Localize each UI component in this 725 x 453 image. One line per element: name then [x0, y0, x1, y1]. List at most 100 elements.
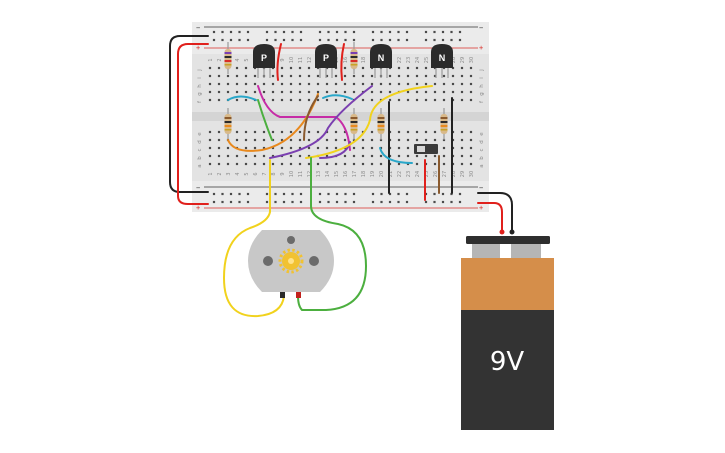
breadboard-hole[interactable]: [246, 200, 250, 204]
breadboard-hole[interactable]: [450, 200, 453, 204]
breadboard-hole[interactable]: [226, 82, 230, 86]
breadboard-hole[interactable]: [406, 66, 410, 70]
breadboard-hole[interactable]: [380, 38, 383, 42]
breadboard-hole[interactable]: [235, 98, 239, 102]
breadboard-hole[interactable]: [327, 38, 330, 42]
breadboard-hole[interactable]: [469, 162, 473, 166]
breadboard-hole[interactable]: [334, 130, 338, 134]
breadboard-hole[interactable]: [433, 162, 437, 166]
breadboard-hole[interactable]: [460, 98, 464, 102]
breadboard-hole[interactable]: [352, 162, 356, 166]
breadboard-hole[interactable]: [343, 66, 347, 70]
breadboard-hole[interactable]: [307, 98, 311, 102]
breadboard-hole[interactable]: [352, 30, 356, 34]
breadboard-hole[interactable]: [361, 74, 365, 78]
breadboard-hole[interactable]: [307, 146, 311, 150]
breadboard-hole[interactable]: [442, 98, 446, 102]
breadboard-hole[interactable]: [208, 98, 212, 102]
wire-blue-3[interactable]: [379, 147, 413, 164]
dc-motor[interactable]: [248, 230, 334, 298]
breadboard-hole[interactable]: [299, 30, 303, 34]
breadboard-hole[interactable]: [262, 130, 266, 134]
breadboard-hole[interactable]: [316, 98, 320, 102]
external-wires[interactable]: [169, 35, 513, 318]
breadboard-hole[interactable]: [352, 38, 356, 42]
breadboard-hole[interactable]: [343, 138, 347, 142]
breadboard-hole[interactable]: [442, 146, 446, 150]
breadboard-hole[interactable]: [274, 200, 277, 204]
breadboard-hole[interactable]: [226, 162, 230, 166]
breadboard-hole[interactable]: [217, 90, 221, 94]
breadboard-hole[interactable]: [262, 82, 266, 86]
breadboard-hole[interactable]: [217, 66, 221, 70]
breadboard-hole[interactable]: [307, 130, 311, 134]
breadboard-hole[interactable]: [274, 38, 277, 42]
breadboard-hole[interactable]: [271, 82, 275, 86]
breadboard-hole[interactable]: [307, 74, 311, 78]
wire-black-battery[interactable]: [477, 192, 513, 233]
breadboard-hole[interactable]: [244, 138, 248, 142]
breadboard-hole[interactable]: [217, 162, 221, 166]
breadboard-hole[interactable]: [316, 146, 320, 150]
breadboard-hole[interactable]: [458, 38, 462, 42]
breadboard-hole[interactable]: [352, 192, 356, 196]
breadboard-hole[interactable]: [415, 130, 419, 134]
breadboard-hole[interactable]: [244, 98, 248, 102]
resistor-6[interactable]: [440, 108, 448, 140]
breadboard-hole[interactable]: [327, 200, 330, 204]
breadboard-hole[interactable]: [460, 138, 464, 142]
breadboard-hole[interactable]: [316, 162, 320, 166]
breadboard-hole[interactable]: [433, 200, 436, 204]
breadboard-hole[interactable]: [325, 162, 329, 166]
breadboard-hole[interactable]: [388, 38, 392, 42]
breadboard-hole[interactable]: [433, 74, 437, 78]
breadboard-hole[interactable]: [380, 200, 383, 204]
breadboard-hole[interactable]: [208, 130, 212, 134]
breadboard-hole[interactable]: [244, 74, 248, 78]
breadboard-hole[interactable]: [298, 90, 302, 94]
breadboard-hole[interactable]: [289, 146, 293, 150]
breadboard-hole[interactable]: [433, 30, 436, 34]
breadboard-hole[interactable]: [208, 138, 212, 142]
breadboard-hole[interactable]: [244, 146, 248, 150]
breadboard-hole[interactable]: [405, 192, 409, 196]
breadboard-hole[interactable]: [406, 90, 410, 94]
breadboard-hole[interactable]: [244, 66, 248, 70]
breadboard-hole[interactable]: [415, 66, 419, 70]
breadboard-hole[interactable]: [335, 200, 339, 204]
breadboard-hole[interactable]: [397, 130, 401, 134]
breadboard-hole[interactable]: [405, 200, 409, 204]
breadboard-hole[interactable]: [280, 74, 284, 78]
breadboard-hole[interactable]: [458, 30, 462, 34]
breadboard-hole[interactable]: [442, 90, 446, 94]
breadboard-hole[interactable]: [335, 38, 339, 42]
breadboard-hole[interactable]: [271, 90, 275, 94]
breadboard-hole[interactable]: [217, 98, 221, 102]
wire-purple[interactable]: [269, 85, 373, 159]
breadboard-hole[interactable]: [291, 30, 294, 34]
breadboard-hole[interactable]: [325, 98, 329, 102]
breadboard-hole[interactable]: [208, 162, 212, 166]
wire-red-top-rail[interactable]: [276, 43, 282, 81]
breadboard-hole[interactable]: [325, 138, 329, 142]
breadboard-hole[interactable]: [380, 192, 383, 196]
breadboard-hole[interactable]: [379, 82, 383, 86]
breadboard-hole[interactable]: [460, 74, 464, 78]
breadboard-hole[interactable]: [217, 82, 221, 86]
transistor-n-1[interactable]: N: [370, 44, 392, 78]
breadboard-hole[interactable]: [265, 200, 269, 204]
transistor-p-1[interactable]: P: [253, 44, 275, 78]
breadboard-hole[interactable]: [388, 98, 392, 102]
breadboard-hole[interactable]: [280, 138, 284, 142]
breadboard-hole[interactable]: [208, 82, 212, 86]
breadboard-hole[interactable]: [361, 154, 365, 158]
breadboard-hole[interactable]: [318, 30, 322, 34]
breadboard-hole[interactable]: [424, 90, 428, 94]
breadboard-hole[interactable]: [235, 82, 239, 86]
breadboard-hole[interactable]: [344, 200, 347, 204]
resistor-2[interactable]: [350, 42, 358, 74]
breadboard-hole[interactable]: [217, 146, 221, 150]
breadboard-hole[interactable]: [298, 66, 302, 70]
breadboard-hole[interactable]: [442, 162, 446, 166]
breadboard-hole[interactable]: [235, 130, 239, 134]
